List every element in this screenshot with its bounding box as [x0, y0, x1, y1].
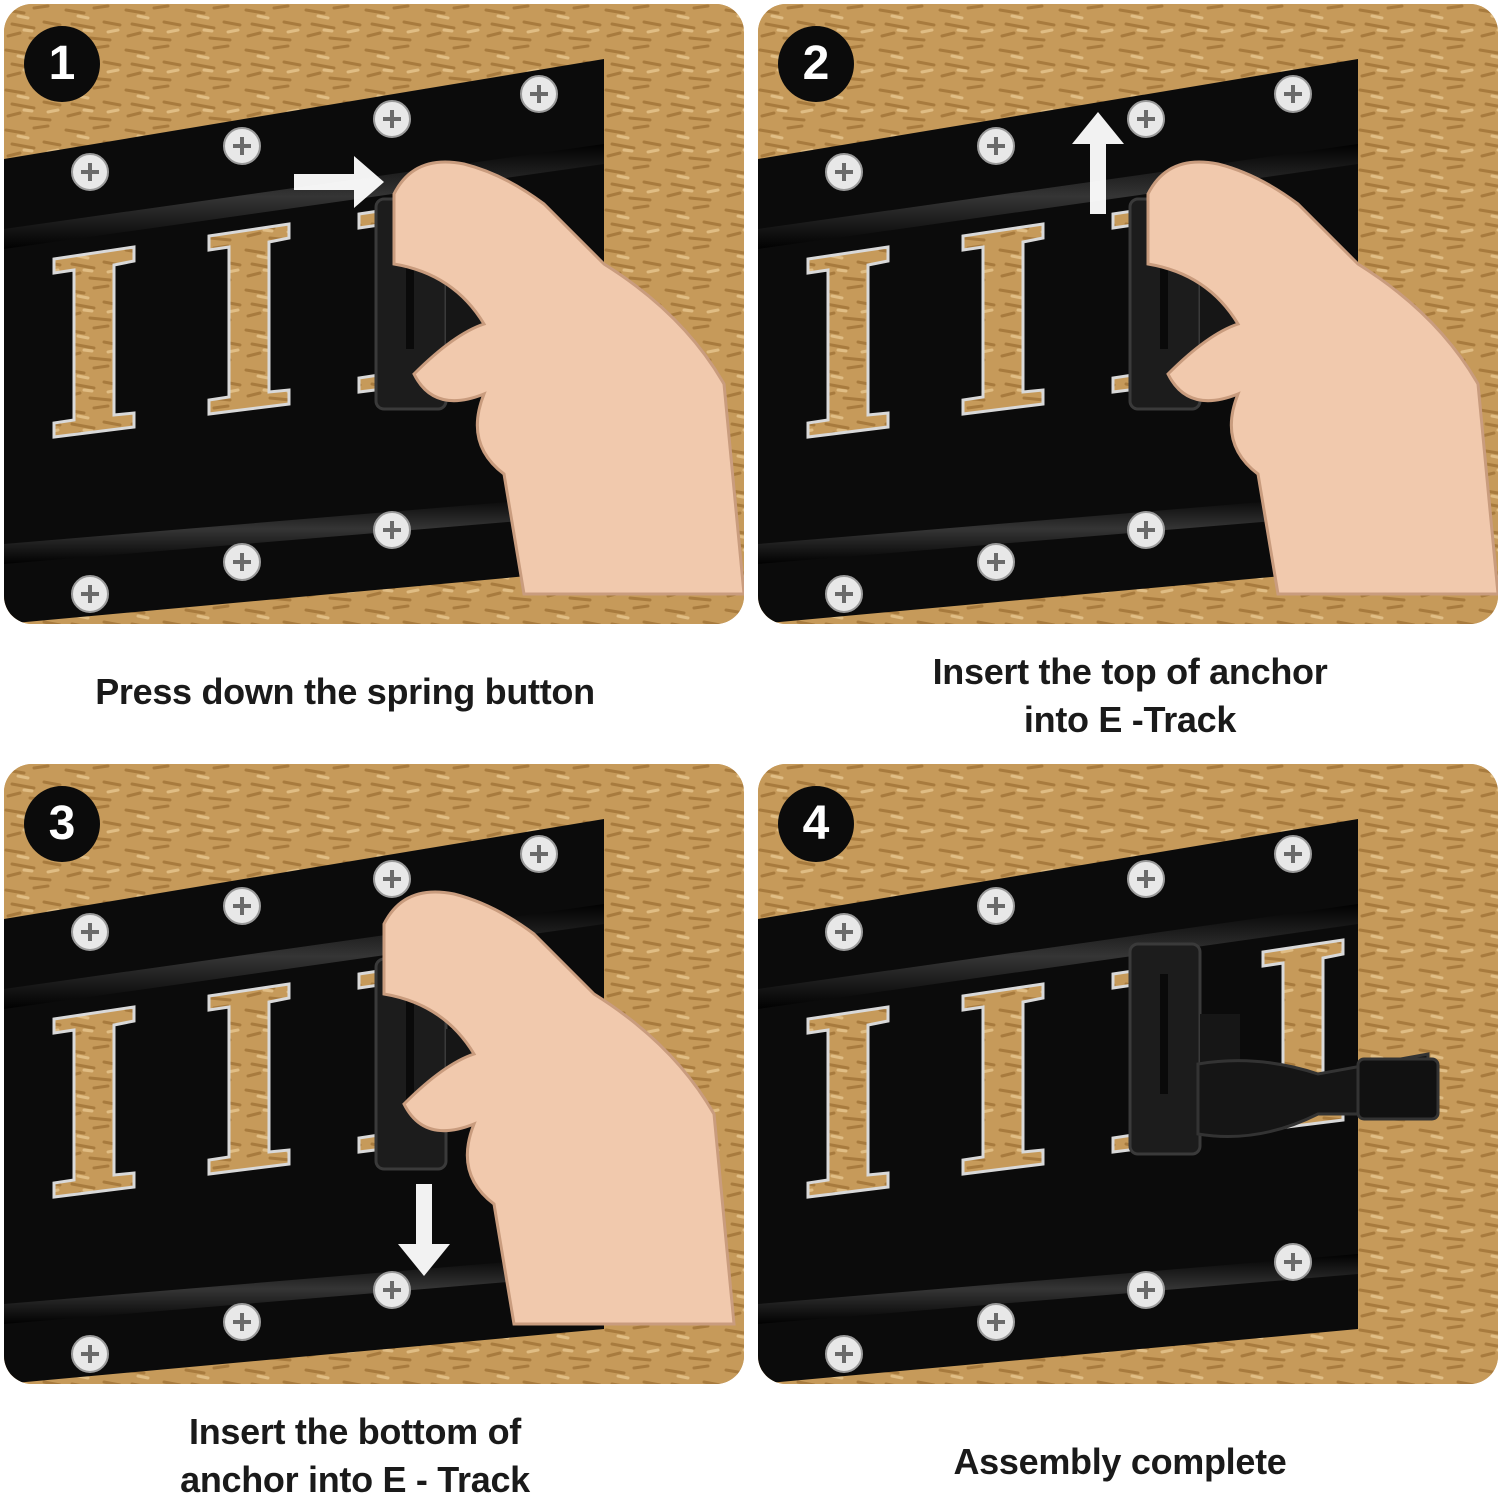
arrow-right-icon: [294, 156, 384, 208]
step-2-number-badge: 2: [778, 26, 854, 102]
screw-icon: [373, 100, 411, 138]
step-2-panel: 2: [758, 4, 1498, 624]
screw-icon: [373, 860, 411, 898]
screw-icon: [223, 1303, 261, 1341]
step-1-caption: Press down the spring button: [95, 671, 595, 712]
track-slot: [961, 982, 1045, 1176]
step-4-illustration: [758, 764, 1498, 1384]
track-slot: [207, 982, 291, 1176]
step-1-illustration: [4, 4, 744, 624]
screw-icon: [1274, 835, 1312, 873]
track-rib: [758, 1254, 1358, 1324]
arrow-down-icon: [398, 1184, 450, 1276]
hand-icon: [392, 160, 744, 596]
step-1-number-badge: 1: [24, 26, 100, 102]
track-slot: [52, 245, 136, 439]
step-3-panel: 3: [4, 764, 744, 1384]
screw-icon: [825, 913, 863, 951]
screw-icon: [71, 1335, 109, 1373]
clip-handle: [1356, 1057, 1440, 1121]
step-2-illustration: [758, 4, 1498, 624]
screw-icon: [977, 887, 1015, 925]
screw-icon: [977, 127, 1015, 165]
track-rib: [4, 1254, 604, 1324]
screw-icon: [223, 543, 261, 581]
arrow-up-icon: [1072, 112, 1124, 214]
screw-icon: [977, 1303, 1015, 1341]
screw-icon: [1127, 1271, 1165, 1309]
step-4-panel: 4: [758, 764, 1498, 1384]
screw-icon: [977, 543, 1015, 581]
step-2-caption: Insert the top of anchor into E -Track: [932, 651, 1328, 740]
screw-icon: [373, 1271, 411, 1309]
track-slot: [806, 1005, 890, 1199]
track-rib: [758, 494, 1358, 564]
screw-icon: [825, 1335, 863, 1373]
screw-icon: [223, 887, 261, 925]
track-rib: [758, 904, 1358, 1009]
step-4-caption: Assembly complete: [953, 1441, 1287, 1482]
screw-icon: [373, 511, 411, 549]
screw-icon: [1274, 1243, 1312, 1281]
step-3-illustration: [4, 764, 744, 1384]
e-track-plate: [758, 819, 1358, 1384]
screw-icon: [825, 153, 863, 191]
step-3-number-badge: 3: [24, 786, 100, 862]
screw-icon: [1127, 511, 1165, 549]
screw-icon: [71, 153, 109, 191]
screw-icon: [71, 913, 109, 951]
hand-icon: [382, 890, 736, 1326]
screw-icon: [520, 835, 558, 873]
hand-icon: [1146, 160, 1498, 596]
screw-icon: [71, 575, 109, 613]
track-slot: [806, 245, 890, 439]
track-slot: [207, 222, 291, 416]
step-4-number-badge: 4: [778, 786, 854, 862]
track-slot: [961, 222, 1045, 416]
track-slot: [52, 1005, 136, 1199]
screw-icon: [825, 575, 863, 613]
screw-icon: [1127, 100, 1165, 138]
step-3-caption: Insert the bottom of anchor into E - Tra…: [180, 1411, 530, 1500]
screw-icon: [520, 75, 558, 113]
track-rib: [4, 494, 604, 564]
step-1-panel: 1: [4, 4, 744, 624]
screw-icon: [223, 127, 261, 165]
screw-icon: [1274, 75, 1312, 113]
screw-icon: [1127, 860, 1165, 898]
